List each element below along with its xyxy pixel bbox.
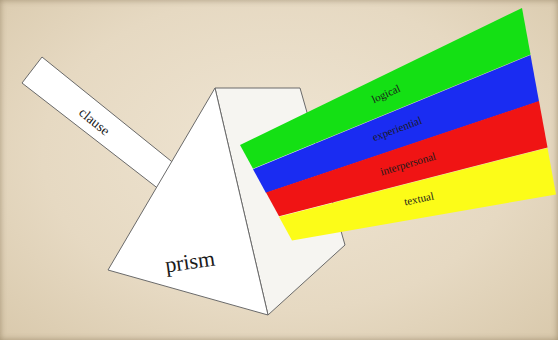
prism-shape-face bbox=[108, 88, 268, 315]
light-beam: clause bbox=[22, 57, 176, 190]
spectrum-band-face bbox=[279, 148, 556, 241]
light-beam-face bbox=[22, 57, 176, 190]
